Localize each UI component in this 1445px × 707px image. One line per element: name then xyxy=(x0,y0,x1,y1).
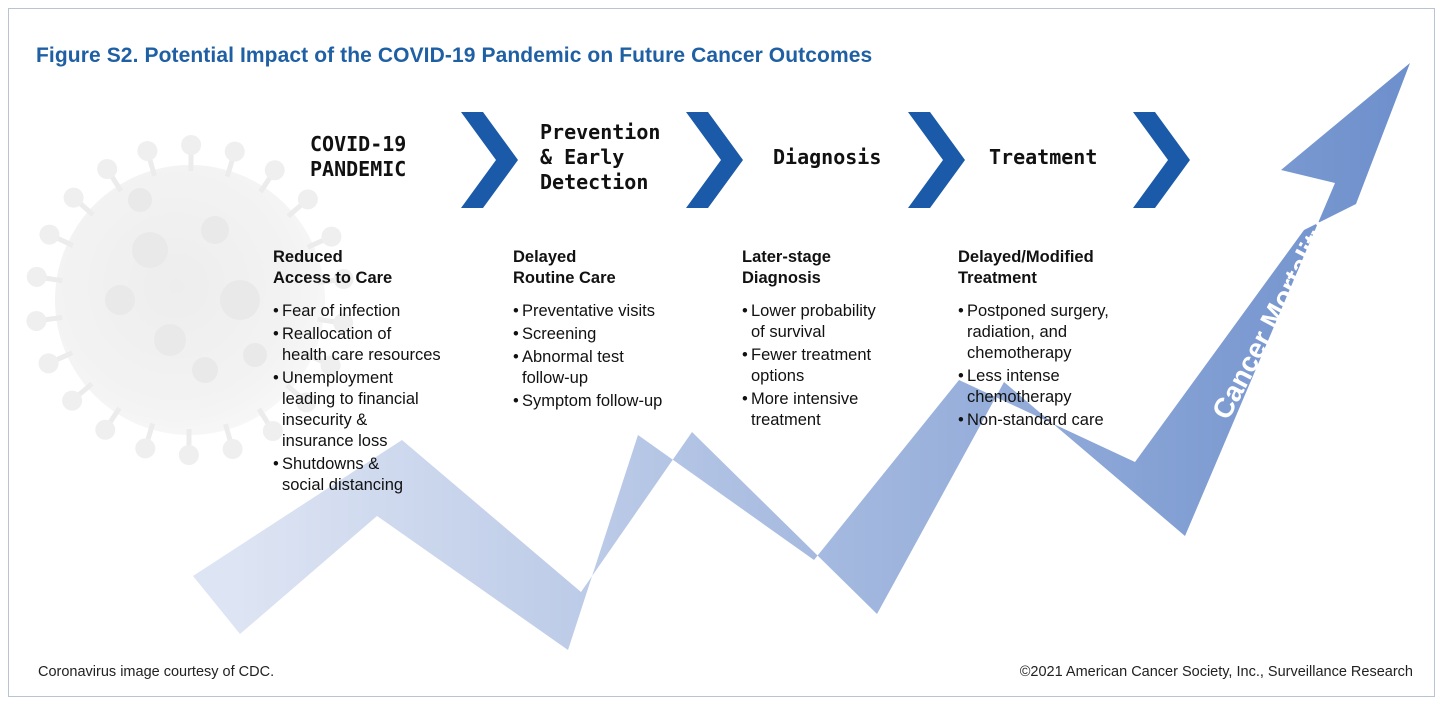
stage-prevention-early-detection: Prevention & Early Detection xyxy=(540,120,661,194)
virus-spike-head xyxy=(95,419,116,440)
virus-surface-protein xyxy=(243,343,267,367)
column-heading: Delayed/Modified Treatment xyxy=(958,248,1094,287)
bullet-item: Screening xyxy=(513,324,662,345)
column-heading: Later-stage Diagnosis xyxy=(742,248,831,287)
virus-spike-head xyxy=(26,266,47,287)
virus-spike-head xyxy=(39,224,60,245)
bullet-item: Fear of infection xyxy=(273,301,441,322)
virus-surface-protein xyxy=(128,188,152,212)
virus-surface-protein xyxy=(220,280,260,320)
virus-spike-head xyxy=(26,310,47,331)
bullet-item: Symptom follow-up xyxy=(513,391,662,412)
virus-spike-head xyxy=(178,444,199,465)
impact-column-diagnosis: Later-stage Diagnosis Lower probabilityo… xyxy=(742,247,876,433)
virus-spike-head xyxy=(333,269,354,290)
bullet-item: Shutdowns &social distancing xyxy=(273,454,441,496)
virus-surface-protein xyxy=(105,285,135,315)
virus-body xyxy=(55,165,325,435)
virus-spike-head xyxy=(297,189,318,210)
bullet-item: Postponed surgery,radiation, andchemothe… xyxy=(958,301,1109,364)
virus-spike-head xyxy=(181,135,202,156)
stage-treatment: Treatment xyxy=(989,145,1098,169)
copyright-notice: ©2021 American Cancer Society, Inc., Sur… xyxy=(1019,664,1413,680)
chevron-icon xyxy=(461,112,518,208)
chevron-icon xyxy=(1133,112,1190,208)
virus-spike-head xyxy=(135,438,156,459)
column-heading: Reduced Access to Care xyxy=(273,248,393,287)
virus-spike-head xyxy=(222,439,243,460)
virus-spike-head xyxy=(321,226,342,247)
image-credit: Coronavirus image courtesy of CDC. xyxy=(38,664,275,680)
chevron-icon xyxy=(908,112,965,208)
virus-spike-head xyxy=(137,140,158,161)
stage-diagnosis: Diagnosis xyxy=(773,145,882,169)
column-heading: Delayed Routine Care xyxy=(513,248,616,287)
virus-spike-head xyxy=(62,390,83,411)
virus-spike-head xyxy=(63,187,84,208)
impact-column-routine-care: Delayed Routine Care Preventative visits… xyxy=(513,247,662,414)
bullet-item: Non-standard care xyxy=(958,410,1109,431)
virus-surface-protein xyxy=(132,232,168,268)
chevron-icon xyxy=(686,112,743,208)
virus-surface-protein xyxy=(201,216,229,244)
impact-column-treatment: Delayed/Modified Treatment Postponed sur… xyxy=(958,247,1109,433)
stage-covid-pandemic: COVID-19 PANDEMIC xyxy=(310,132,407,181)
trend-arrow-label: Cancer Mortality xyxy=(1206,216,1337,425)
bullet-item: Preventative visits xyxy=(513,301,662,322)
virus-surface-protein xyxy=(192,357,218,383)
virus-spike-head xyxy=(264,160,285,181)
virus-surface-protein xyxy=(154,324,186,356)
virus-spike-head xyxy=(224,141,245,162)
virus-spike-head xyxy=(38,353,59,374)
figure-title: Figure S2. Potential Impact of the COVID… xyxy=(36,44,873,67)
impact-column-access: Reduced Access to Care Fear of infection… xyxy=(273,247,441,498)
virus-spike-head xyxy=(97,159,118,180)
